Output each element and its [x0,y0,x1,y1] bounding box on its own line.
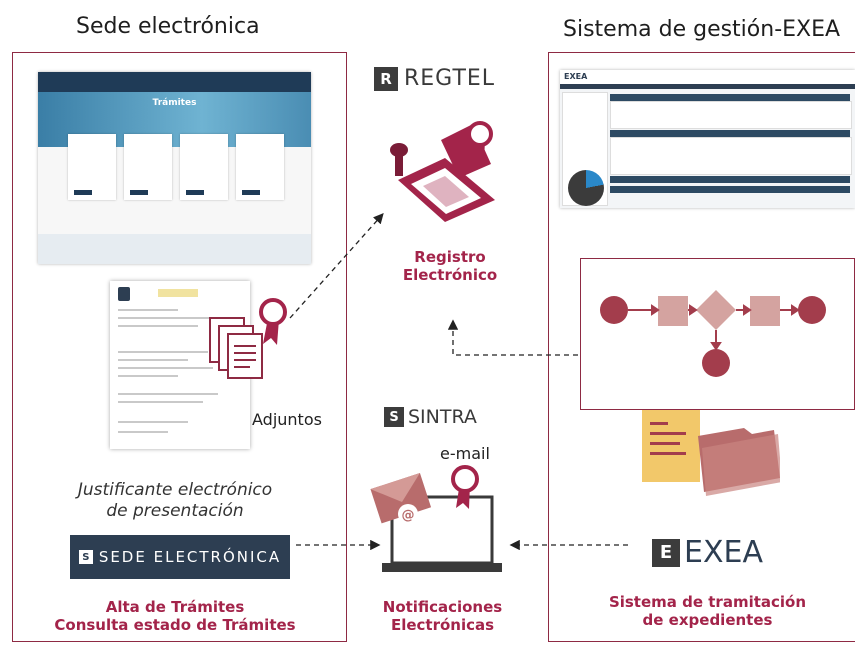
right-footer-line2: de expedientes [642,611,773,629]
document-line [118,421,188,423]
regtel-logo: R REGTEL [374,66,495,91]
web-card-button [130,190,148,195]
sintra-logo-icon: S [384,407,404,427]
sede-logo-icon: S [78,550,93,564]
document-stamp [158,289,198,297]
web-card [124,134,172,200]
web-card-button [74,190,92,195]
regtel-logo-icon: R [374,66,398,91]
left-footer: Alta de Trámites Consulta estado de Trám… [40,598,310,634]
document-line [118,325,198,327]
web-card-button [242,190,260,195]
workflow-box [580,258,855,410]
workflow-task [750,296,780,326]
exea-app-panel [610,137,852,175]
exea-app-panel-header [610,130,850,137]
web-hero-title: Trámites [152,98,197,108]
document-line [118,367,213,369]
exea-logo: E EXEA [652,535,763,570]
sintra-logo-text: SINTRA [408,406,477,428]
laptop-notification-icon: @ [370,465,502,572]
exea-app-panel [610,101,852,129]
regtel-label: Registro Electrónico [380,248,520,284]
center-footer-line2: Electrónicas [390,616,495,634]
exea-pie-chart [568,170,604,206]
center-footer-line1: Notificaciones [382,598,503,616]
document-line [118,359,188,361]
exea-logo-icon: E [652,538,680,567]
left-heading: Sede electrónica [76,14,260,39]
exea-app-logo: EXEA [564,72,588,81]
sede-web-screenshot: Trámites [38,72,311,264]
justificante-line2: de presentación [106,501,244,521]
right-heading: Sistema de gestión-EXEA [563,17,841,42]
workflow-decision [696,290,736,330]
document-line [118,317,218,319]
folder-documents-icon [642,410,780,496]
document-line [118,401,203,403]
sede-panel [12,52,347,642]
web-card [180,134,228,200]
center-footer: Notificaciones Electrónicas [360,598,525,634]
web-card [68,134,116,200]
document-line [118,375,178,377]
document-line [118,351,208,353]
email-label: e-mail [440,444,490,463]
svg-text:@: @ [402,508,415,523]
exea-logo-text: EXEA [684,535,763,570]
document-line [118,309,178,311]
exea-app-screenshot: EXEA [560,70,855,208]
justificante-line1: Justificante electrónico [77,480,273,500]
document-line [118,431,168,433]
justificante-caption: Justificante electrónico de presentación [50,480,300,522]
sede-button-label: SEDE ELECTRÓNICA [98,548,282,566]
workflow-diagram [600,290,826,377]
attachments-icon [209,298,287,379]
web-card [236,134,284,200]
stamp-registry-icon [390,121,495,222]
adjuntos-label: Adjuntos [252,410,322,429]
workflow-end-node [702,349,730,377]
web-card-button [186,190,204,195]
exea-app-toolbar [560,84,855,89]
workflow-start-node [600,296,628,324]
exea-app-panel-header [610,176,850,183]
left-footer-line1: Alta de Trámites [105,598,245,616]
left-footer-line2: Consulta estado de Trámites [54,616,296,634]
exea-app-panel-header [610,186,850,193]
exea-app-panel-header [610,94,850,101]
regtel-logo-text: REGTEL [404,66,496,91]
regtel-label-line1: Registro [414,248,486,266]
workflow-task [658,296,688,326]
document-logo [118,287,130,301]
exea-app-header [560,70,855,85]
right-footer-line1: Sistema de tramitación [608,593,807,611]
sede-electronica-button[interactable]: S SEDE ELECTRÓNICA [70,535,290,579]
web-footer [38,234,311,264]
document-line [118,393,218,395]
web-top-bar [38,72,311,92]
sintra-logo: S SINTRA [384,406,477,428]
workflow-end-node [798,296,826,324]
right-footer: Sistema de tramitación de expedientes [585,593,830,629]
regtel-label-line2: Electrónico [402,266,498,284]
